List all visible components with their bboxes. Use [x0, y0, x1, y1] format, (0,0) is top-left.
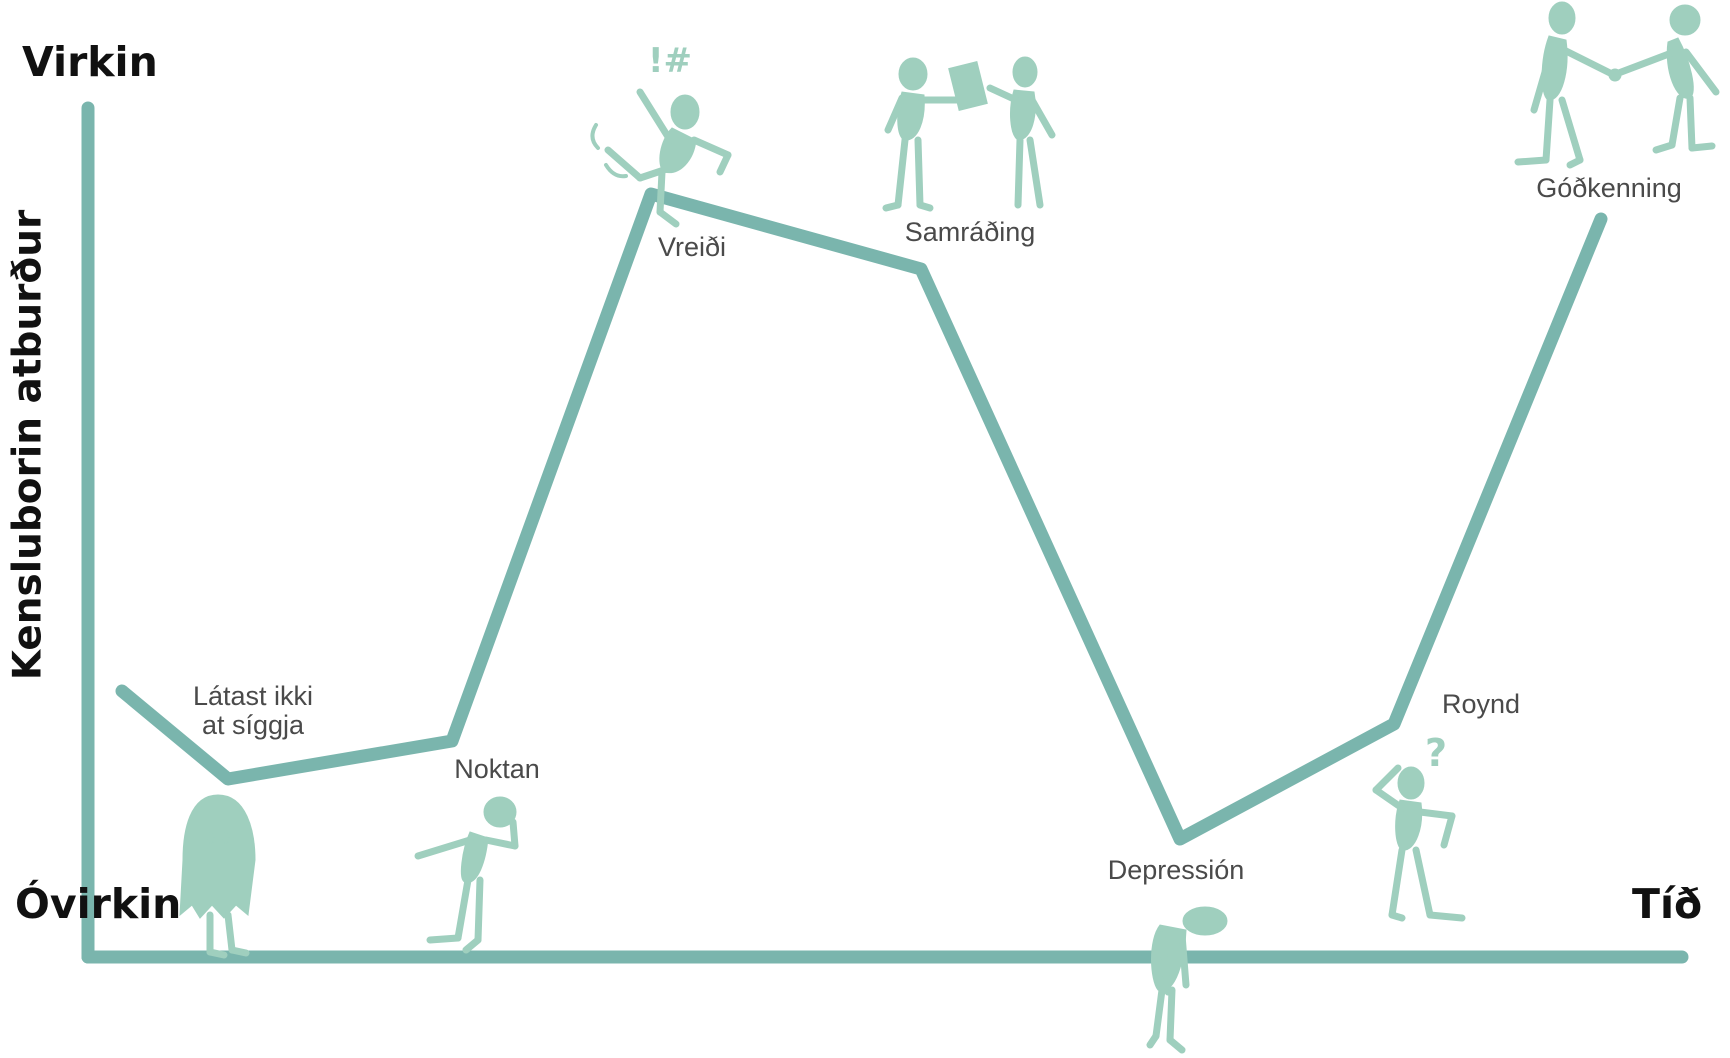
y-axis-bottom-label: Óvirkin	[15, 880, 182, 928]
head-in-hand-icon	[414, 796, 519, 954]
stage-label-denial: Látast ikki at síggja	[192, 681, 314, 741]
grief-curve	[115, 187, 1608, 846]
stage-label-noktan: Noktan	[454, 754, 540, 784]
x-axis-end-label: Tíð	[1632, 880, 1703, 928]
question-mark: ?	[1425, 731, 1447, 775]
anger-symbols: !#	[648, 41, 692, 81]
stage-label-samradning: Samráðing	[904, 217, 1036, 247]
negotiation-icon	[882, 56, 1056, 212]
slumped-figure-icon	[1146, 906, 1228, 1054]
angry-jumping-icon: !#	[590, 41, 732, 228]
stage-label-godkenning: Góðkenning	[1536, 173, 1682, 203]
stage-label-denial-line1: Látast ikki	[192, 681, 314, 711]
stage-label-roynd: Roynd	[1441, 689, 1521, 719]
y-axis-title: Kensluborin atburður	[5, 209, 51, 681]
y-axis-top-label: Virkin	[22, 38, 158, 86]
ghost-icon	[179, 794, 256, 959]
stage-label-depression: Depressión	[1107, 855, 1245, 885]
stage-label-denial-line2: at síggja	[201, 710, 305, 741]
stage-label-vreidi: Vreiði	[657, 232, 727, 262]
confused-figure-icon: ?	[1372, 731, 1466, 922]
handshake-icon	[1514, 1, 1720, 169]
